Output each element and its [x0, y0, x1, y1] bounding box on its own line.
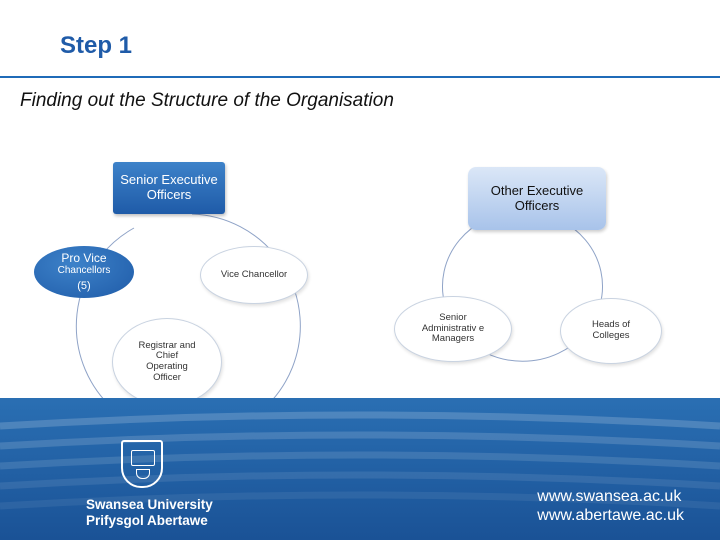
chancellors-label: Chancellors — [57, 264, 111, 276]
pro-vice-chancellors-node: Pro Vice Chancellors (5) — [34, 246, 134, 298]
vice-chancellor-node: Vice Chancellor — [200, 246, 308, 304]
slide-title: Step 1 — [60, 32, 133, 59]
footer-wave-pattern — [0, 411, 720, 510]
university-name-cy: Prifysgol Abertawe — [86, 512, 208, 528]
slide-subtitle: Finding out the Structure of the Organis… — [20, 90, 394, 111]
vice-chancellor-label: Vice Chancellor — [220, 268, 288, 280]
pro-vice-label: Pro Vice — [61, 250, 107, 265]
registrar-node: Registrar and Chief Operating Officer — [112, 318, 222, 406]
heads-of-colleges-node: Heads of Colleges — [560, 298, 662, 364]
pro-vice-count: (5) — [77, 280, 91, 293]
senior-executive-officers-label: Senior Executive Officers — [120, 172, 218, 202]
university-name-en: Swansea University — [86, 497, 213, 512]
footer-urls: www.swansea.ac.uk www.abertawe.ac.uk — [537, 487, 684, 525]
senior-admin-managers-node: Senior Administrativ e Managers — [394, 296, 512, 362]
heads-of-colleges-label: Heads of Colleges — [591, 319, 631, 341]
right-cycle-arc — [442, 219, 603, 362]
university-name: Swansea University Prifysgol Abertawe — [86, 497, 213, 528]
footer-banner — [0, 398, 720, 540]
url-abertawe[interactable]: www.abertawe.ac.uk — [537, 507, 684, 525]
other-executive-officers-label: Other Executive Officers — [490, 182, 584, 213]
url-swansea[interactable]: www.swansea.ac.uk — [537, 488, 682, 505]
registrar-label: Registrar and Chief Operating Officer — [138, 339, 196, 383]
title-divider — [0, 76, 720, 78]
other-executive-officers-box: Other Executive Officers — [468, 167, 606, 230]
senior-executive-officers-box: Senior Executive Officers — [113, 162, 225, 214]
university-crest-icon — [121, 440, 163, 488]
senior-admin-managers-label: Senior Administrativ e Managers — [421, 312, 485, 345]
